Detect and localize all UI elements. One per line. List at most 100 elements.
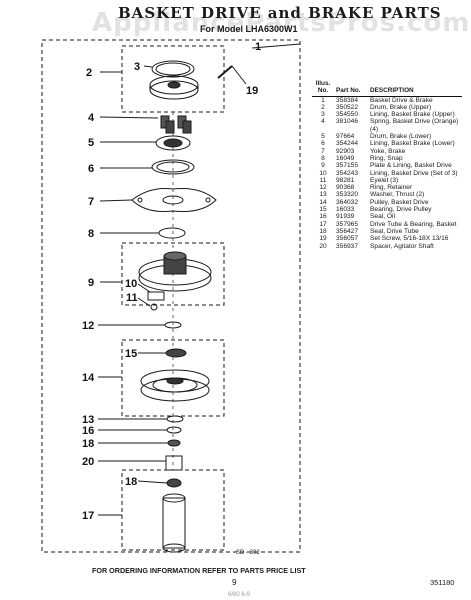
- callout-7: 7: [88, 196, 94, 208]
- part-lining-lower: [151, 159, 195, 175]
- part-springs: [160, 115, 192, 134]
- table-row: 1 358384 Basket Drive & Brake: [312, 96, 462, 104]
- drawing-code: SD - 302: [236, 550, 260, 556]
- description-cell: Yoke, Brake: [370, 147, 406, 155]
- description-cell: Washer, Thrust (2): [370, 191, 425, 199]
- part-no-cell: 354244: [336, 140, 359, 148]
- illus-no-cell: 15: [319, 206, 327, 214]
- illus-no-cell: 20: [319, 242, 327, 250]
- document-code: 351180: [430, 578, 455, 587]
- part-lining-pad: [147, 291, 165, 301]
- callout-4: 4: [88, 112, 95, 124]
- callout-6: 6: [88, 163, 94, 175]
- illus-no-cell: 10: [319, 169, 327, 177]
- callout-14: 14: [82, 372, 95, 384]
- illus-no-cell: 17: [319, 220, 327, 228]
- illus-no-cell: 6: [321, 140, 325, 148]
- group-box-14: [121, 339, 225, 417]
- part-spacer: [165, 455, 183, 471]
- table-row: 5 97664 Drum, Brake (Lower): [312, 133, 462, 140]
- part-no-cell: 354550: [336, 111, 359, 119]
- watermark-text: AppliancePartsPros.com: [92, 8, 471, 38]
- callout-10: 10: [125, 278, 137, 290]
- callout-13: 13: [82, 414, 94, 426]
- callout-5: 5: [88, 137, 94, 149]
- illus-no-cell: 2: [321, 103, 325, 111]
- header-part-no: Part No.: [336, 80, 370, 97]
- callout-11: 11: [126, 292, 138, 304]
- illus-no-cell: 18: [319, 227, 327, 235]
- callout-2: 2: [86, 67, 92, 79]
- description-cell: Set Screw, 5/16-18X 13/16: [370, 235, 449, 243]
- illus-no-cell: 8: [321, 154, 325, 162]
- callout-19: 19: [246, 85, 258, 97]
- group-box-2: [121, 45, 225, 113]
- part-eyelet: [150, 303, 158, 311]
- outer-frame: [41, 39, 301, 553]
- model-subtitle: For Model LHA6300W1: [200, 24, 298, 34]
- part-no-cell: 356427: [336, 227, 359, 235]
- ordering-note: FOR ORDERING INFORMATION REFER TO PARTS …: [92, 566, 306, 575]
- part-no-cell: 357155: [336, 162, 359, 170]
- description-cell: Drum, Brake (Upper): [370, 103, 432, 111]
- part-no-cell: 353320: [336, 191, 359, 199]
- callout-9: 9: [88, 277, 94, 289]
- part-no-cell: 16033: [336, 206, 355, 214]
- part-no-cell: 350522: [336, 103, 359, 111]
- part-no-cell: 381046: [336, 118, 359, 126]
- illus-no-cell: 5: [321, 133, 325, 141]
- illus-no-cell: 9: [321, 162, 325, 170]
- description-cell: Basket Drive & Brake: [370, 96, 433, 104]
- faint-date-mark: 6/80 6-9: [228, 592, 251, 598]
- part-thrust-washer: [166, 415, 184, 423]
- description-cell: Lining, Basket Brake (Upper): [370, 111, 455, 119]
- description-cell: Eyelet (3): [370, 176, 399, 184]
- part-tube-seal: [167, 439, 181, 447]
- part-no-cell: 357965: [336, 220, 359, 228]
- callout-16: 16: [82, 425, 94, 437]
- illus-no-cell: 3: [321, 111, 325, 119]
- header-description: DESCRIPTION: [370, 80, 462, 97]
- description-cell: Ring, Retainer: [370, 184, 413, 192]
- illus-no-cell: 12: [319, 184, 327, 192]
- part-no-cell: 91939: [336, 213, 355, 221]
- description-cell: Spring, Basket Drive (Orange) (4): [370, 118, 459, 133]
- callout-18-lower: 18: [125, 476, 137, 488]
- description-cell: Plate & Lining, Basket Drive: [370, 162, 452, 170]
- parts-table: Illus. No. Part No. DESCRIPTION 1 358384 B…: [312, 80, 462, 250]
- part-no-cell: 358384: [336, 96, 359, 104]
- table-row: 3 354550 Lining, Basket Brake (Upper): [312, 111, 462, 118]
- table-row: 18 356427 Seal, Drive Tube: [312, 228, 462, 235]
- part-snap-ring: [158, 227, 186, 239]
- part-drum-lower: [155, 135, 191, 151]
- group-box-9: [121, 242, 225, 306]
- parts-table-header: Illus. No. Part No. DESCRIPTION: [312, 80, 462, 97]
- illus-no-cell: 11: [319, 176, 327, 184]
- illus-no-cell: 1: [321, 96, 325, 104]
- callout-15: 15: [125, 348, 137, 360]
- description-cell: Seal, Drive Tube: [370, 227, 419, 235]
- part-no-cell: 97664: [336, 133, 355, 141]
- callout-12: 12: [82, 320, 94, 332]
- part-no-cell: 16049: [336, 154, 355, 162]
- part-lining-upper: [151, 60, 195, 78]
- part-brake-yoke: [131, 188, 217, 212]
- description-cell: Drum, Brake (Lower): [370, 133, 432, 141]
- part-drive-tube: [162, 497, 186, 549]
- part-no-cell: 354243: [336, 169, 359, 177]
- callout-17: 17: [82, 510, 94, 522]
- part-no-cell: 364032: [336, 198, 359, 206]
- callout-8: 8: [88, 228, 94, 240]
- callout-1: 1: [255, 41, 261, 53]
